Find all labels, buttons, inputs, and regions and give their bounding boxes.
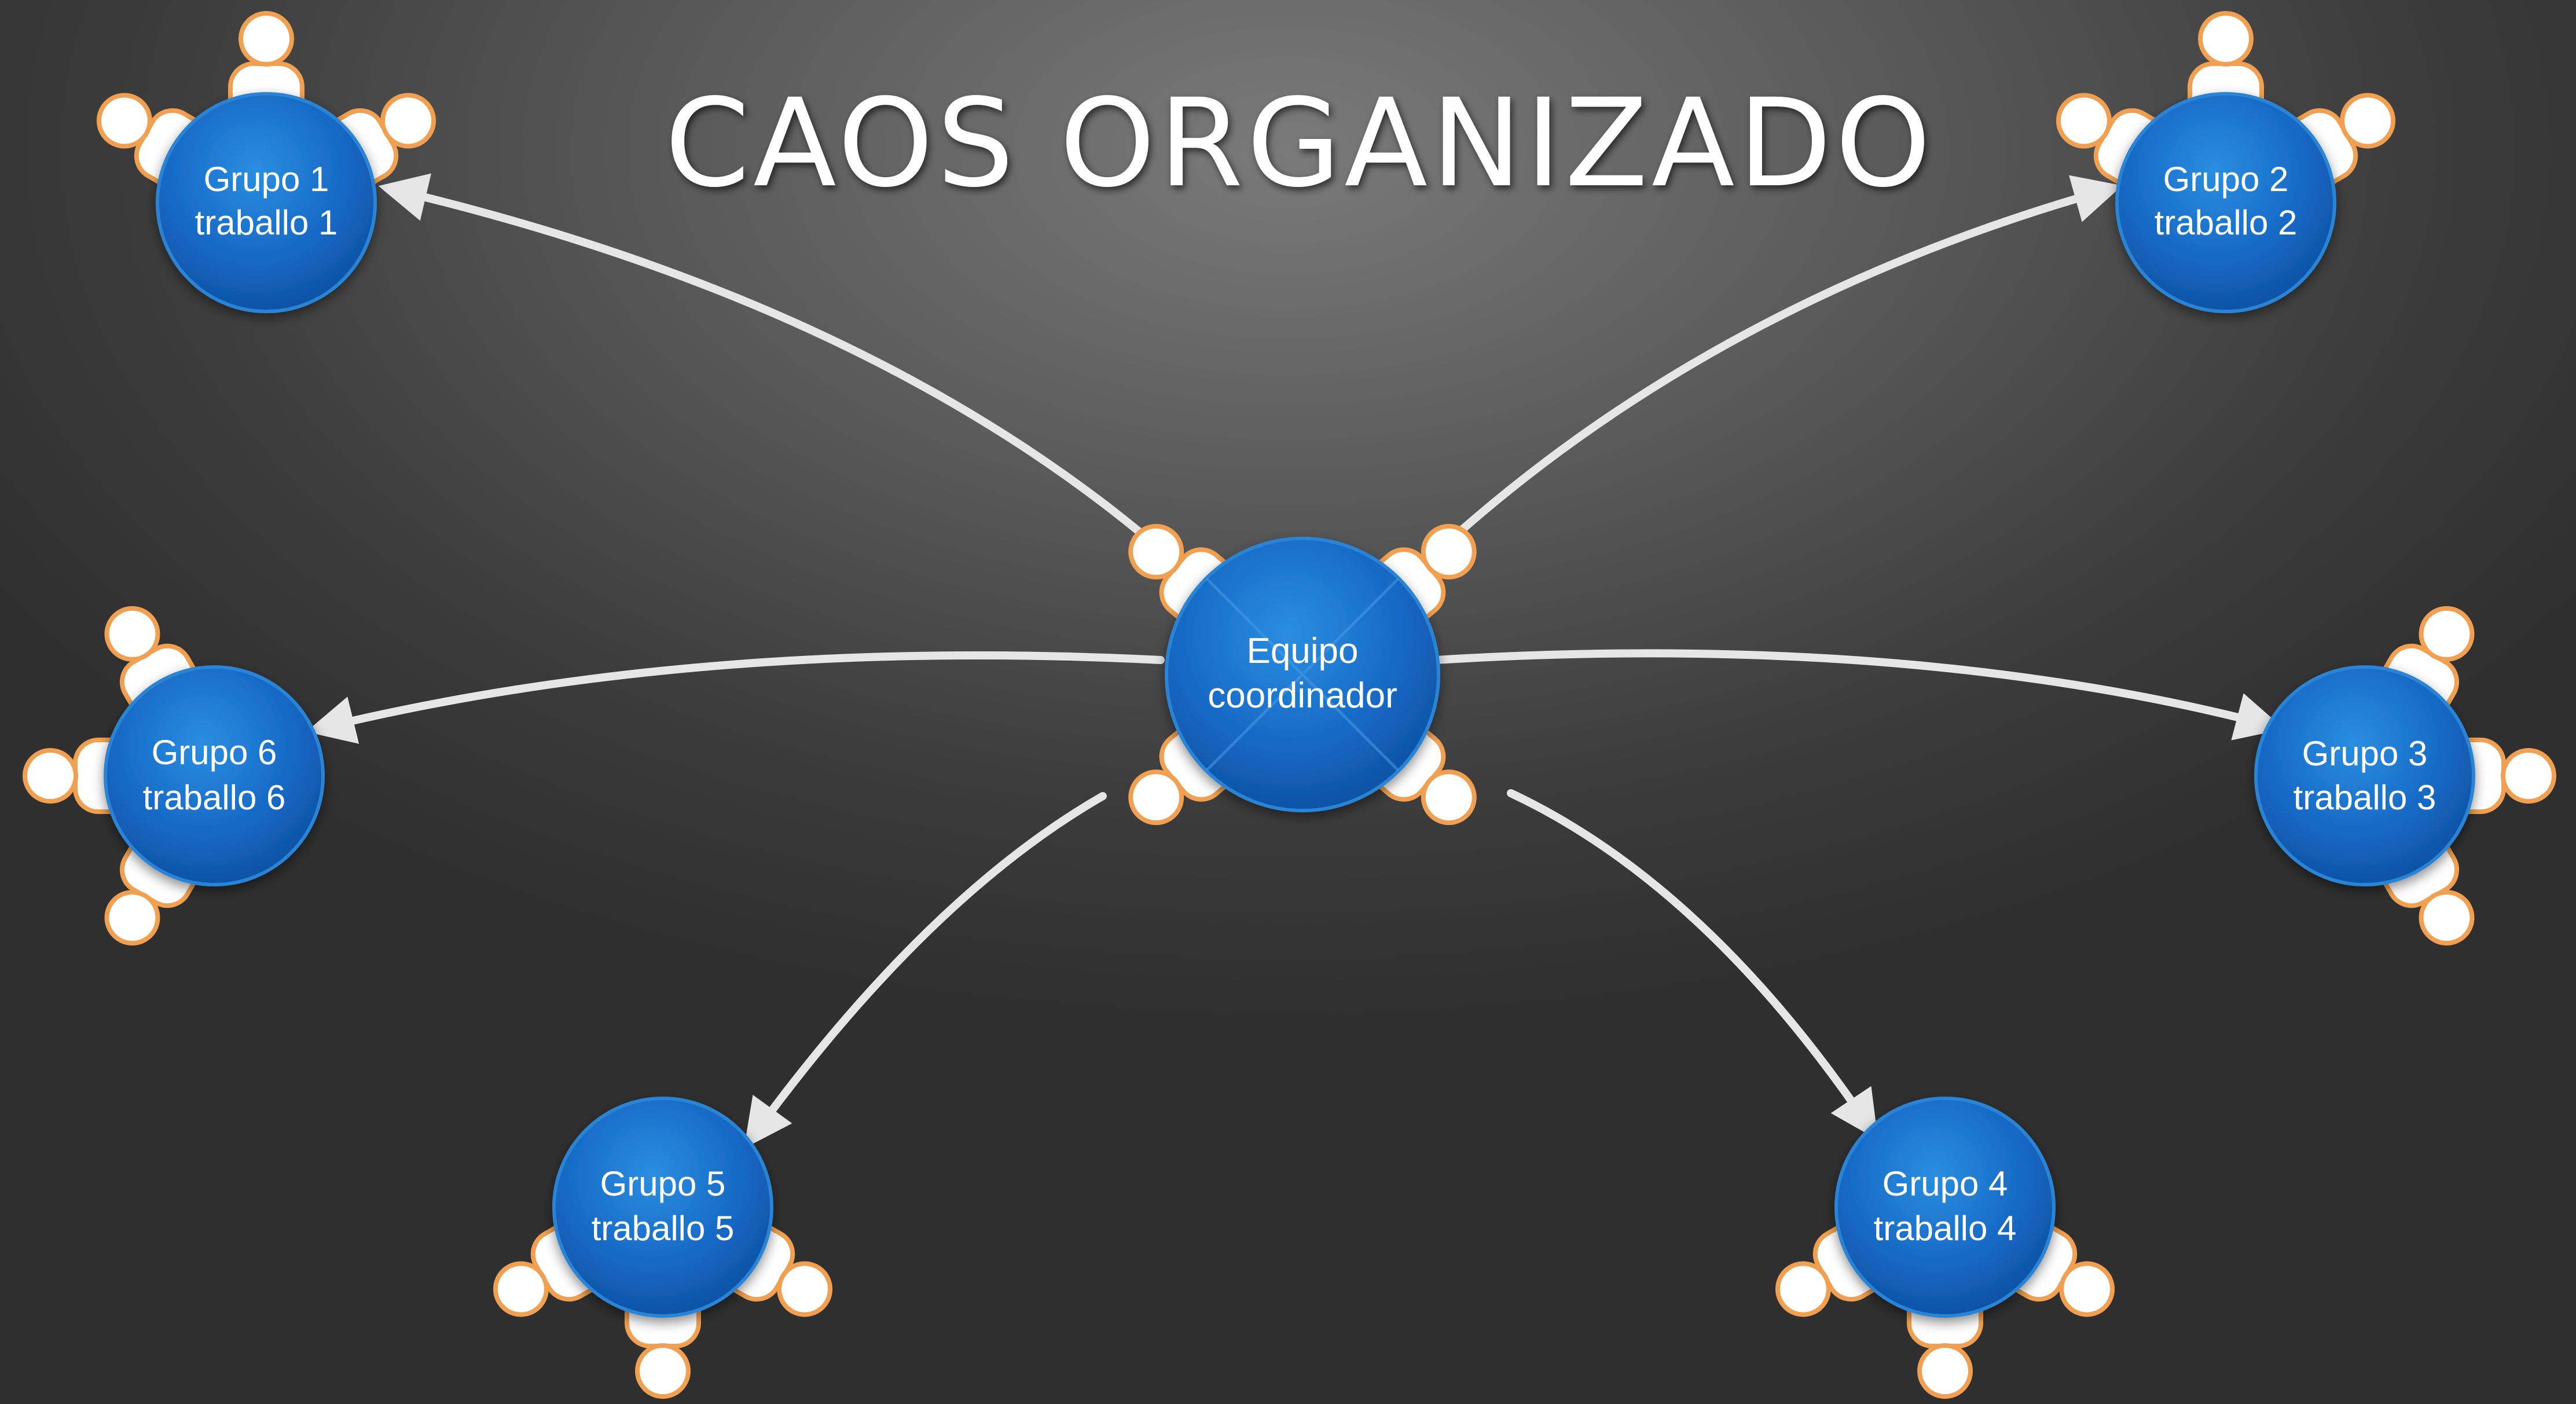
group-node-5 [552,1097,773,1318]
connectors [306,173,2285,1149]
connector-group-1 [378,173,1162,551]
group-node-4 [1834,1097,2056,1318]
group-node-3 [2254,665,2475,886]
connector-group-4 [1507,789,1878,1140]
diagram-title: CAOS ORGANIZADO [665,72,1934,214]
group-4-label-line1: Grupo 4 [1883,1164,2008,1203]
connector-group-2 [1426,175,2123,563]
group-node-1 [156,92,377,313]
group-6-label-line2: traballo 6 [143,778,286,817]
group-3-label-line1: Grupo 3 [2302,734,2428,773]
connector-group-5 [744,792,1107,1149]
group-4-label-line2: traballo 4 [1874,1209,2017,1248]
center-node [1165,537,1440,812]
group-node-2 [2115,92,2336,313]
group-1-label-line2: traballo 1 [195,203,338,242]
connector-group-3 [1432,649,2285,741]
group-2-label-line1: Grupo 2 [2163,160,2289,199]
group-2-label-line2: traballo 2 [2155,203,2298,242]
group-1-label-line1: Grupo 1 [204,160,329,199]
group-6-label-line1: Grupo 6 [152,733,277,772]
connector-group-6 [306,651,1165,744]
center-label-line1: Equipo [1246,631,1358,671]
group-node-6 [104,665,325,886]
center-label-line2: coordinador [1208,676,1397,716]
group-5-label-line2: traballo 5 [592,1209,735,1248]
group-5-label-line1: Grupo 5 [600,1164,726,1203]
group-3-label-line2: traballo 3 [2294,778,2436,817]
